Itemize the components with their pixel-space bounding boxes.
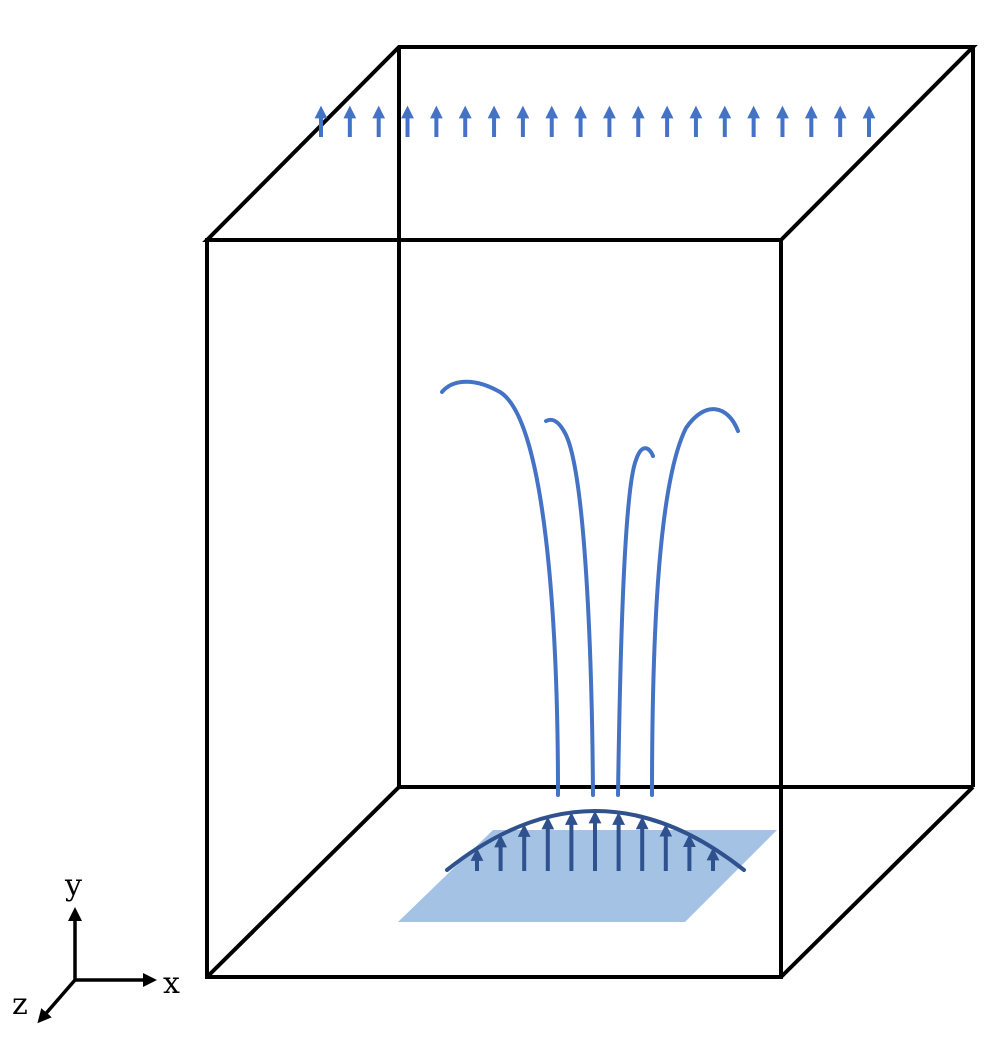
inlet-patch <box>398 830 777 922</box>
inlet-arrows <box>470 810 720 871</box>
z-axis-arrow <box>37 978 77 1024</box>
jet-streamlines <box>440 379 740 797</box>
box-back-edges <box>205 47 973 979</box>
box-front-edges <box>202 45 978 979</box>
streamline <box>440 379 560 797</box>
streamline <box>616 446 655 797</box>
streamline <box>544 417 595 797</box>
z-axis-label: z <box>12 987 28 1022</box>
box-top-face <box>202 45 978 242</box>
y-axis-label: y <box>64 868 82 903</box>
box-edge-bottom-right-depth <box>779 785 975 979</box>
box-edge-bottom-left-depth <box>205 785 401 979</box>
coordinate-axes <box>37 907 157 1024</box>
x-axis-label: x <box>163 966 180 1001</box>
streamline <box>650 407 740 797</box>
outflow-arrows <box>314 105 876 137</box>
box-front-face <box>205 238 783 979</box>
